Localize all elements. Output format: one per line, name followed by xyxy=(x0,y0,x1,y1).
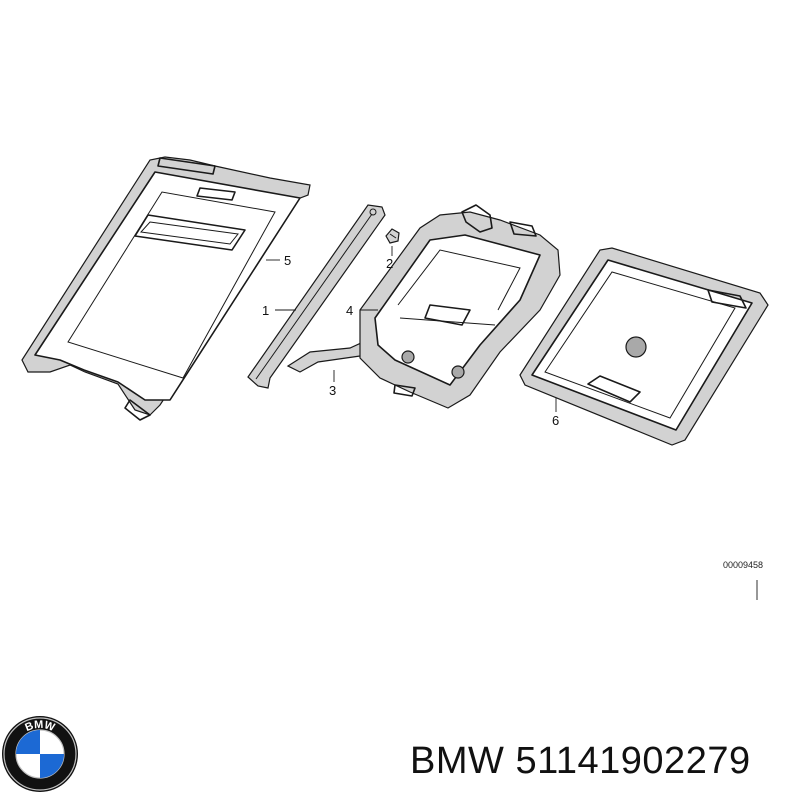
svg-text:BMW: BMW xyxy=(23,719,56,734)
callout-5: 5 xyxy=(284,253,291,268)
part-1-rod xyxy=(247,204,386,389)
part-5-panel xyxy=(21,156,311,421)
brand-name: BMW xyxy=(410,740,505,782)
callout-3: 3 xyxy=(329,383,336,398)
part-6-lid xyxy=(519,247,769,446)
part-number: 51141902279 xyxy=(515,740,751,782)
callout-4: 4 xyxy=(346,303,353,318)
part-4-tray xyxy=(359,204,561,409)
part-2-clip xyxy=(385,228,400,244)
diagram-reference-number: 00009458 xyxy=(723,560,763,570)
callout-1: 1 xyxy=(262,303,269,318)
bmw-roundel-logo: BMW xyxy=(2,716,78,792)
callout-6: 6 xyxy=(552,413,559,428)
product-title: BMW 51141902279 xyxy=(410,737,795,785)
callout-2: 2 xyxy=(386,256,393,271)
